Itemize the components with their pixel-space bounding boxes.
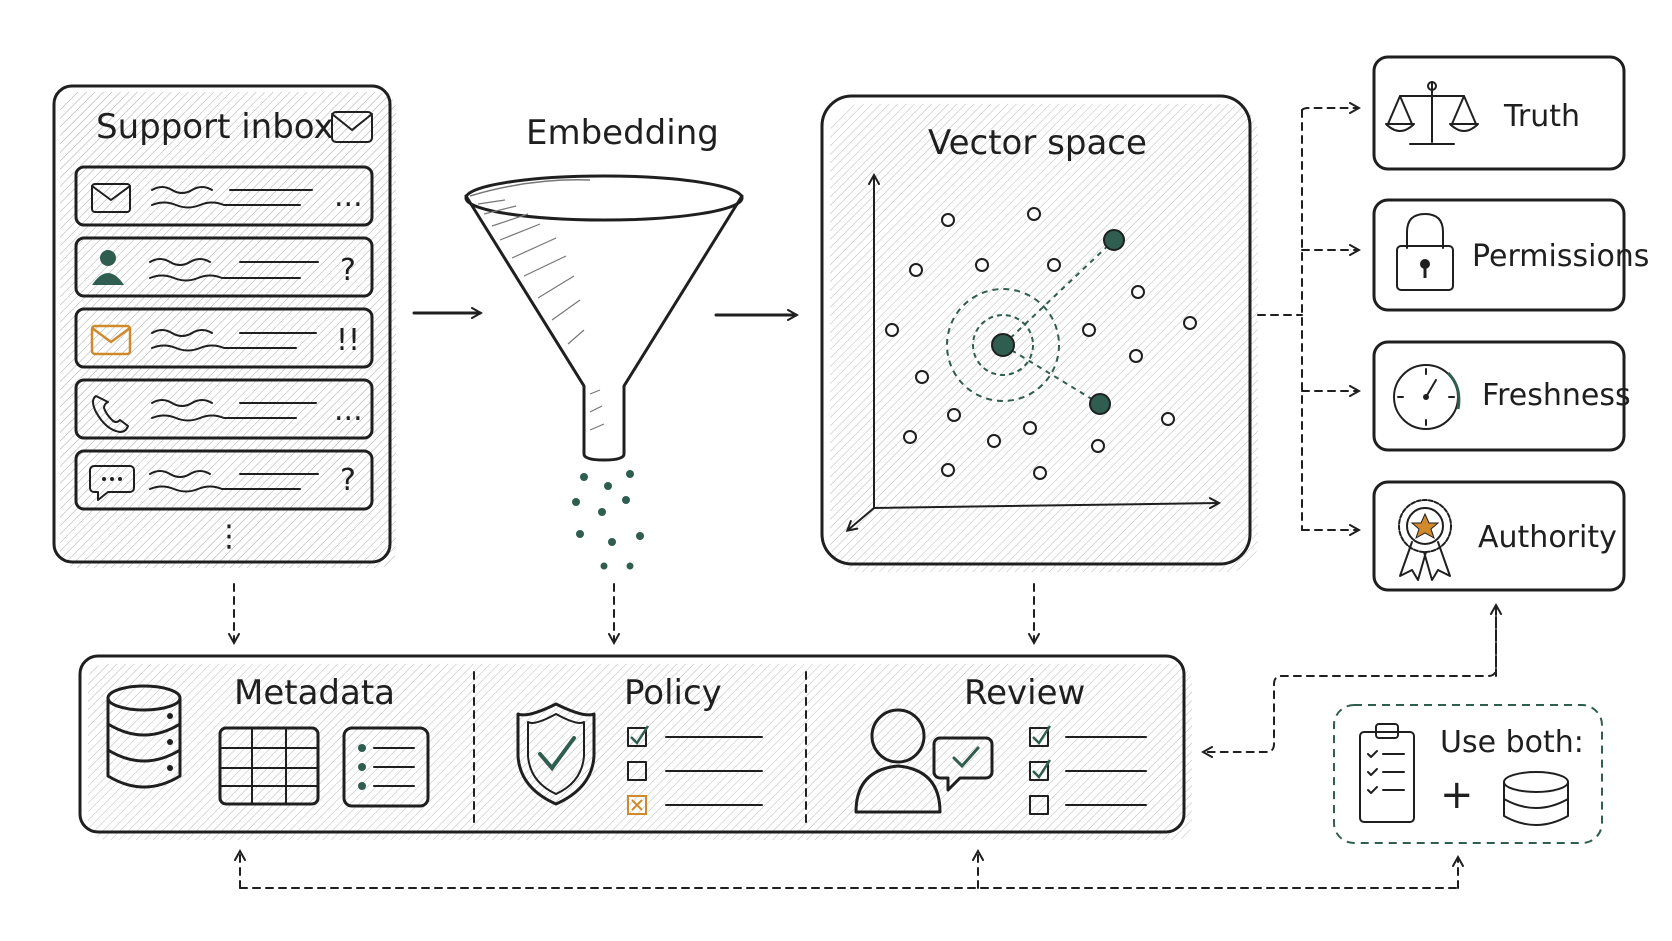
table-icon [218,726,320,806]
use-both-box: Use both: + [1333,704,1603,844]
inbox-item[interactable]: !! [74,307,374,369]
envelope-icon [91,183,131,213]
signal-label: Freshness [1482,378,1631,413]
inbox-item[interactable]: ... [74,165,374,227]
signal-freshness: Freshness [1372,340,1631,452]
reviewer-icon [854,708,994,814]
review-section: Review [854,673,1147,815]
signal-label: Truth [1503,99,1580,134]
scatter-plot-icon [848,176,1218,530]
metadata-title: Metadata [234,673,395,713]
scales-icon [1385,81,1479,145]
inbox-item[interactable]: ... [74,378,374,440]
policy-checklist [627,725,763,815]
metadata-section: Metadata [106,673,430,808]
database-icon [106,684,182,789]
chat-bubble-icon [89,465,135,501]
feedback-connectors [240,606,1496,889]
review-title: Review [964,673,1085,713]
envelope-orange-icon [90,324,132,356]
support-inbox-panel: Support inbox ... ? [52,84,396,568]
inbox-item-mark: ... [334,179,363,214]
list-icon [342,726,430,808]
inbox-item[interactable]: ? [74,236,374,298]
inbox-item-mark: ... [334,393,363,428]
signal-authority: Authority [1372,480,1626,592]
clock-icon [1393,364,1461,430]
shield-check-icon [516,702,596,806]
support-inbox-title: Support inbox [96,107,334,147]
padlock-icon [1396,213,1454,291]
award-badge-icon [1398,499,1452,581]
vector-space-title: Vector space [928,123,1147,163]
envelope-icon [331,111,373,143]
bottom-panel: Metadata Policy [78,654,1192,840]
inbox-item[interactable]: ? [74,449,374,511]
embedding-section: Embedding [464,113,744,570]
review-checklist [1029,725,1147,815]
policy-title: Policy [624,673,722,713]
inbox-item-mark: !! [336,323,360,358]
signal-label: Authority [1478,520,1617,555]
inbox-item-mark: ? [340,463,356,498]
clipboard-checklist-icon [1359,723,1415,823]
signal-truth: Truth [1372,55,1626,171]
inbox-item-mark: ? [340,253,356,288]
embedding-title: Embedding [526,113,719,153]
signal-label: Permissions [1472,239,1649,274]
use-both-title: Use both: [1440,725,1584,760]
signal-connectors [1257,108,1358,530]
policy-section: Policy [516,673,763,815]
embedding-particles [572,470,644,570]
more-indicator: ⋮ [214,519,244,554]
plus-sign: + [1440,772,1474,818]
phone-icon [92,395,129,433]
person-icon [92,250,124,285]
signal-permissions: Permissions [1372,198,1649,312]
database-icon [1503,771,1569,826]
funnel-icon [464,174,744,462]
vector-space-panel: Vector space [820,94,1258,572]
